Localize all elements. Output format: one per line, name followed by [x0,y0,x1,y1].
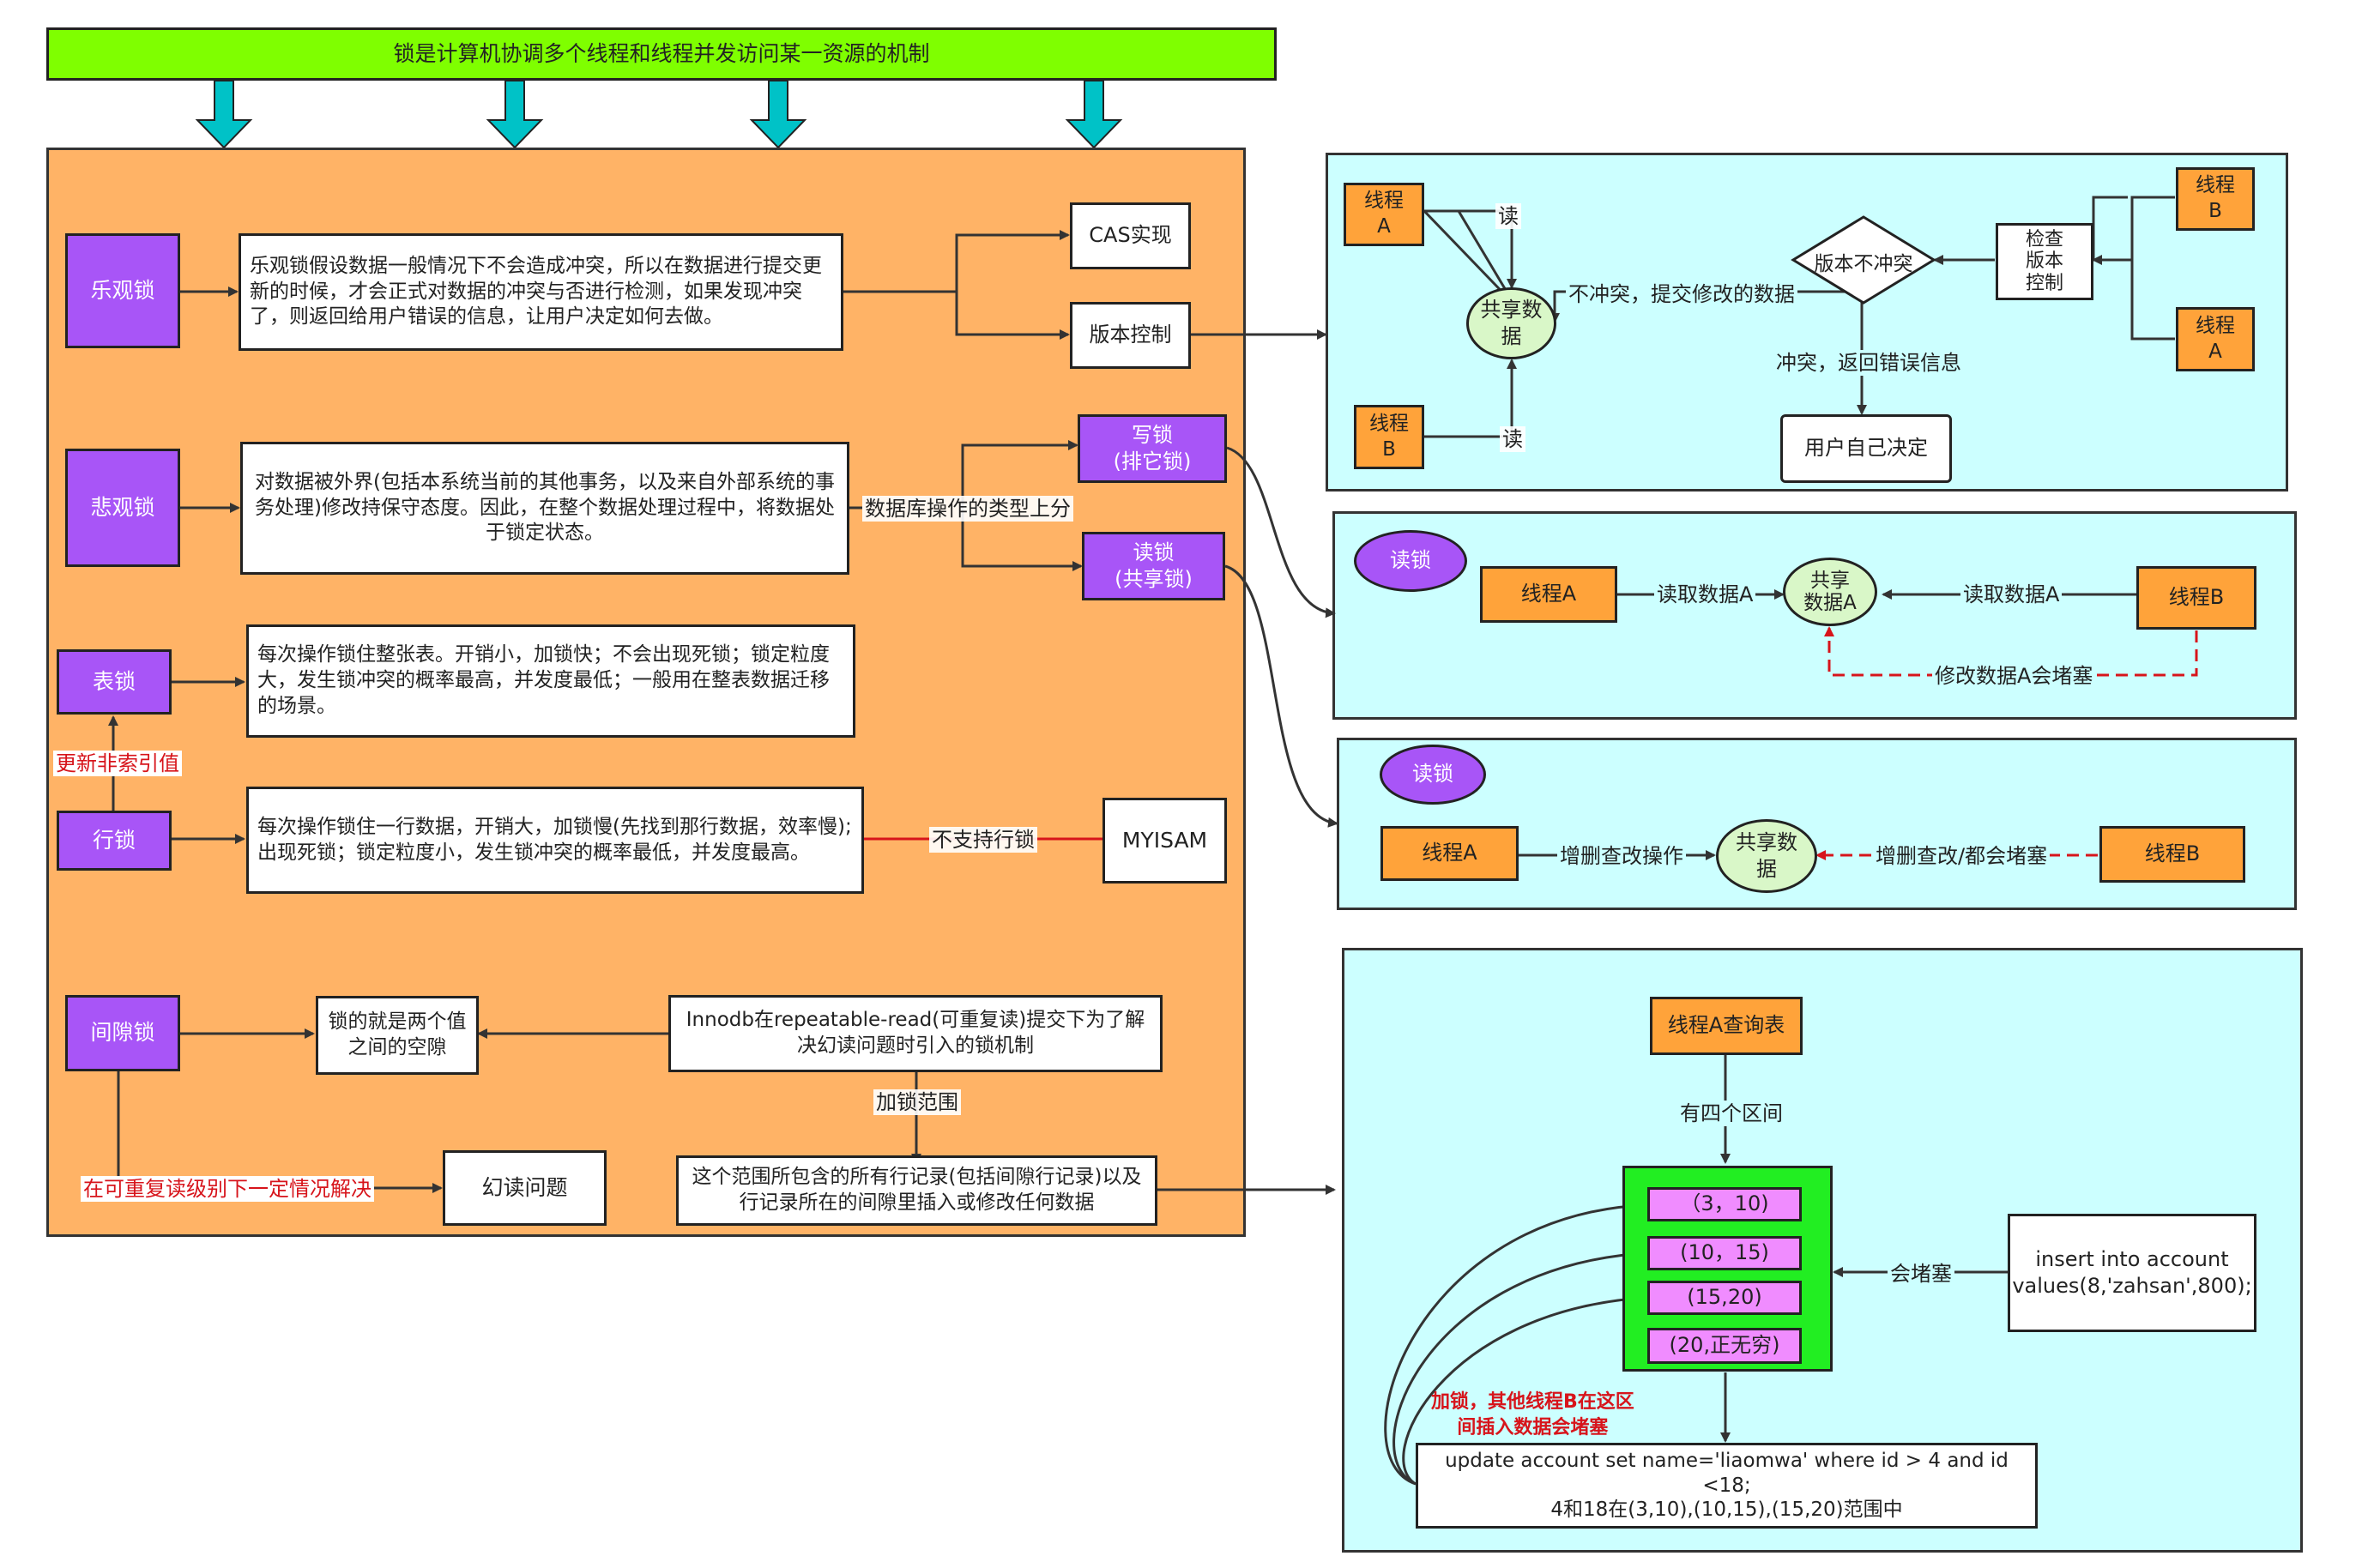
db-operation-label: 数据库操作的类型上分 [862,496,1073,522]
interval-3: (15,20) [1647,1281,1802,1315]
read-shared-data: 共享 数据A [1783,558,1877,626]
read-label-1: 读 [1495,203,1521,229]
table-lock: 表锁 [57,649,172,715]
version-decision-text: 版本不冲突 [1814,253,1913,275]
crud-blocked-label: 增删查改/都会堵塞 [1873,843,2051,869]
shared-data: 共享数 据 [1466,287,1556,359]
write-thread-b: 线程B [2099,826,2245,883]
crud-label: 增删查改操作 [1557,843,1686,869]
read-thread-b: 线程B [2136,566,2256,630]
lock-note: 加锁，其他线程B在这区 间插入数据会堵塞 [1431,1391,1634,1438]
intervals-label: 有四个区间 [1677,1101,1785,1126]
range-desc: 这个范围所包含的所有行记录(包括间隙行记录)以及行记录所在的间隙里插入或修改任何… [676,1155,1157,1226]
innodb-note: Innodb在repeatable-read(可重复读)提交下为了解决幻读问题时… [668,995,1163,1072]
read-lock-tag: 读锁 [1354,530,1467,592]
cas-implementation: CAS实现 [1070,202,1191,269]
solve-label: 在可重复读级别下一定情况解决 [81,1176,374,1202]
update-sql: update account set name='liaomwa' where … [1416,1443,2038,1529]
version-control: 版本控制 [1070,302,1191,369]
insert-sql: insert into account values(8,'zahsan',80… [2008,1214,2256,1332]
pessimistic-lock: 悲观锁 [65,449,180,567]
read-label-2: 读 [1500,426,1525,452]
interval-2: (10，15) [1647,1236,1802,1270]
update-non-index-label: 更新非索引值 [53,751,182,776]
pessimistic-desc: 对数据被外界(包括本系统当前的其他事务，以及来自外部系统的事务处理)修改持保守态… [240,442,849,575]
banner: 锁是计算机协调多个线程和线程并发访问某一资源的机制 [46,27,1277,81]
write-shared-data: 共享数 据 [1716,819,1817,893]
read-thread-a: 线程A [1480,566,1617,623]
write-thread-a: 线程A [1380,826,1519,881]
gap-lock-desc: 锁的就是两个值之间的空隙 [316,996,479,1075]
optimistic-desc: 乐观锁假设数据一般情况下不会造成冲突，所以在数据进行提交更新的时候，才会正式对数… [239,233,843,351]
optimistic-lock: 乐观锁 [65,233,180,348]
modify-block-label: 修改数据A会堵塞 [1932,663,2096,689]
interval-1: （3，10) [1647,1187,1802,1221]
thread-a-right: 线程 A [2176,307,2255,371]
user-decide: 用户自己决定 [1780,414,1952,483]
gap-lock: 间隙锁 [65,995,180,1071]
check-version: 检查 版本 控制 [1996,223,2093,300]
myisam: MYISAM [1102,798,1227,884]
version-decision [1791,215,1936,305]
read-lock: 读锁 (共享锁) [1082,532,1225,600]
write-lock: 写锁 (排它锁) [1078,414,1227,483]
lock-range-label: 加锁范围 [873,1089,961,1115]
read-data-a-label-2: 读取数据A [1960,582,2063,607]
interval-4: (20,正无穷) [1647,1328,1802,1364]
row-lock-desc: 每次操作锁住一行数据，开销大，加锁慢(先找到那行数据，效率慢);出现死锁；锁定粒… [246,787,864,894]
thread-b-right: 线程 B [2176,167,2255,231]
row-lock: 行锁 [57,811,172,871]
thread-b-left: 线程 B [1354,405,1424,469]
thread-a-left: 线程 A [1344,183,1424,246]
no-conflict-label: 不冲突，提交修改的数据 [1566,281,1797,307]
write-lock-tag: 读锁 [1380,745,1486,805]
phantom-read: 幻读问题 [443,1150,607,1226]
read-data-a-label-1: 读取数据A [1654,582,1756,607]
block-label: 会堵塞 [1888,1261,1954,1287]
conflict-label: 冲突，返回错误信息 [1773,350,1964,376]
thread-a-query: 线程A查询表 [1650,997,1803,1055]
table-lock-desc: 每次操作锁住整张表。开销小，加锁快；不会出现死锁；锁定粒度大，发生锁冲突的概率最… [246,624,855,738]
not-supported-label: 不支持行锁 [929,827,1037,853]
